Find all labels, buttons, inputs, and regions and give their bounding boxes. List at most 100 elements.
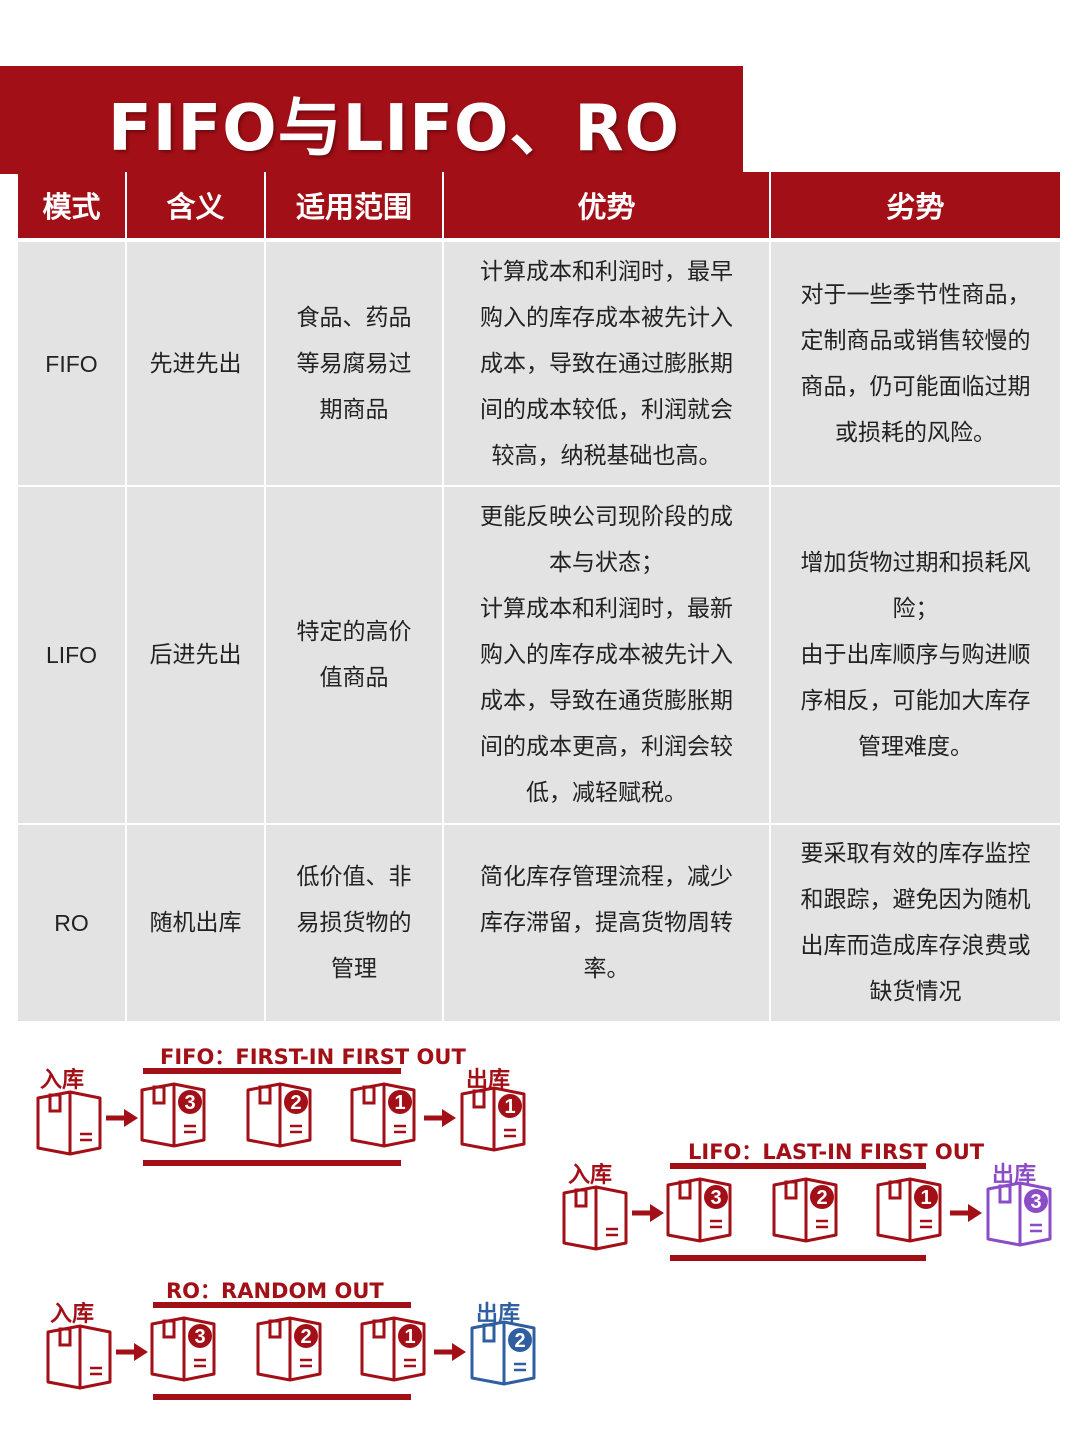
line: 率。 (583, 956, 630, 982)
line: 定制商品或销售较慢的 (800, 327, 1031, 354)
lifo-in-arrow-icon (632, 1204, 664, 1222)
cell-disadvantage: 增加货物过期和损耗风 险； 由于出库顺序与购进顺 序相反，可能加大库存 管理难度… (770, 486, 1060, 825)
line: 商品，仍可能面临过期 (800, 373, 1031, 400)
lifo-out-box-icon: 3 (986, 1181, 1052, 1247)
ro-in-label: 入库 (50, 1302, 94, 1327)
fifo-queue-box-icon: 3 (140, 1082, 206, 1148)
lifo-in-box-icon (562, 1185, 628, 1251)
line: 等易腐易过 (296, 350, 412, 377)
fifo-bottom-bar (143, 1160, 401, 1166)
ro-diagram-title: RO：RANDOM OUT (166, 1279, 384, 1303)
header-disadvantage: 劣势 (770, 172, 1060, 242)
line: 序相反，可能加大库存 (800, 688, 1031, 714)
box-number: 3 (184, 1092, 195, 1114)
ro-queue-box-icon: 3 (150, 1316, 216, 1382)
ro-in-box-icon (46, 1324, 112, 1390)
lifo-in-label: 入库 (568, 1163, 612, 1188)
cell-scope: 特定的高价 值商品 (265, 486, 444, 825)
line: 低价值、非 (296, 864, 412, 890)
ro-top-bar (153, 1302, 411, 1308)
ro-in-arrow-icon (116, 1343, 148, 1361)
cell-disadvantage: 对于一些季节性商品， 定制商品或销售较慢的 商品，仍可能面临过期 或损耗的风险。 (770, 240, 1060, 487)
box-number: 3 (710, 1187, 721, 1209)
line: 简化库存管理流程，减少 (480, 864, 733, 890)
line: 由于出库顺序与购进顺 (800, 642, 1031, 668)
fifo-diagram-title: FIFO：FIRST-IN FIRST OUT (160, 1045, 466, 1069)
fifo-in-box-icon (36, 1090, 102, 1156)
ro-out-arrow-icon (434, 1343, 466, 1361)
line: 较高，纳税基础也高。 (491, 442, 722, 469)
table-row: LIFO 后进先出 特定的高价 值商品 更能反映公司现阶段的成 本与状态； 计算… (18, 486, 1060, 825)
cell-scope: 低价值、非 易损货物的 管理 (265, 824, 444, 1023)
line: 易损货物的 (296, 910, 412, 936)
box-number: 2 (816, 1187, 827, 1209)
cell-meaning: 后进先出 (126, 486, 266, 825)
line: 购入的库存成本被先计入 (480, 304, 733, 331)
lifo-out-arrow-icon (950, 1204, 982, 1222)
cell-scope: 食品、药品 等易腐易过 期商品 (265, 240, 444, 487)
line: 险； (892, 596, 939, 622)
cell-mode: FIFO (18, 240, 127, 487)
line: 食品、药品 (296, 304, 412, 331)
cell-mode: LIFO (18, 486, 127, 825)
lifo-queue-box-icon: 1 (876, 1177, 942, 1243)
box-number: 3 (1030, 1191, 1041, 1213)
line: 购入的库存成本被先计入 (480, 642, 733, 668)
lifo-queue-box-icon: 3 (666, 1177, 732, 1243)
header-advantage: 优势 (443, 172, 771, 242)
page-title: FIFO与LIFO、RO (108, 92, 681, 166)
line: 成本，导致在通过膨胀期 (480, 350, 733, 377)
line: 出库而造成库存浪费或 (800, 933, 1031, 959)
box-number: 3 (194, 1326, 205, 1348)
header-scope: 适用范围 (265, 172, 444, 242)
table-header-row: 模式 含义 适用范围 优势 劣势 (18, 172, 1060, 242)
box-number: 2 (300, 1326, 311, 1348)
header-meaning: 含义 (126, 172, 266, 242)
cell-meaning: 先进先出 (126, 240, 266, 487)
cell-meaning: 随机出库 (126, 824, 266, 1023)
fifo-out-arrow-icon (424, 1109, 456, 1127)
fifo-queue-box-icon: 2 (246, 1082, 312, 1148)
cell-mode: RO (18, 824, 127, 1023)
ro-queue-box-icon: 2 (256, 1316, 322, 1382)
fifo-queue-box-icon: 1 (350, 1082, 416, 1148)
fifo-top-bar (143, 1068, 401, 1074)
fifo-in-label: 入库 (40, 1068, 84, 1093)
line: 管理难度。 (858, 734, 973, 760)
box-number: 1 (504, 1096, 515, 1118)
table-row: FIFO 先进先出 食品、药品 等易腐易过 期商品 计算成本和利润时，最早 购入… (18, 240, 1060, 487)
header-mode: 模式 (18, 172, 127, 242)
ro-out-box-icon: 2 (470, 1320, 536, 1386)
lifo-diagram-title: LIFO：LAST-IN FIRST OUT (688, 1140, 985, 1164)
line: 对于一些季节性商品， (800, 281, 1031, 308)
line: 低，减轻赋税。 (526, 780, 687, 806)
line: 要采取有效的库存监控 (800, 841, 1031, 867)
fifo-out-box-icon: 1 (460, 1086, 526, 1152)
lifo-top-bar (670, 1163, 926, 1169)
ro-queue-box-icon: 1 (360, 1316, 426, 1382)
box-number: 2 (290, 1092, 301, 1114)
title-banner (0, 66, 743, 174)
line: 期商品 (319, 396, 389, 423)
line: 库存滞留，提高货物周转 (480, 910, 733, 936)
ro-bottom-bar (153, 1394, 411, 1400)
line: 和跟踪，避免因为随机 (800, 887, 1031, 913)
comparison-table: 模式 含义 适用范围 优势 劣势 FIFO 先进先出 食品、药品 等易腐易过 期… (18, 172, 1060, 1023)
line: 计算成本和利润时，最新 (480, 596, 733, 622)
line: 或损耗的风险。 (835, 419, 996, 446)
box-number: 2 (514, 1330, 525, 1352)
lifo-bottom-bar (670, 1255, 926, 1261)
line: 特定的高价 (296, 619, 412, 645)
line: 管理 (331, 956, 377, 982)
line: 成本，导致在通货膨胀期 (480, 688, 733, 714)
line: 更能反映公司现阶段的成 (480, 504, 733, 530)
line: 间的成本更高，利润会较 (480, 734, 733, 760)
cell-advantage: 更能反映公司现阶段的成 本与状态； 计算成本和利润时，最新 购入的库存成本被先计… (443, 486, 771, 825)
box-number: 1 (404, 1326, 415, 1348)
box-number: 1 (920, 1187, 931, 1209)
cell-advantage: 简化库存管理流程，减少 库存滞留，提高货物周转 率。 (443, 824, 771, 1023)
line: 增加货物过期和损耗风 (800, 550, 1031, 576)
box-number: 1 (394, 1092, 405, 1114)
line: 本与状态； (549, 550, 664, 576)
